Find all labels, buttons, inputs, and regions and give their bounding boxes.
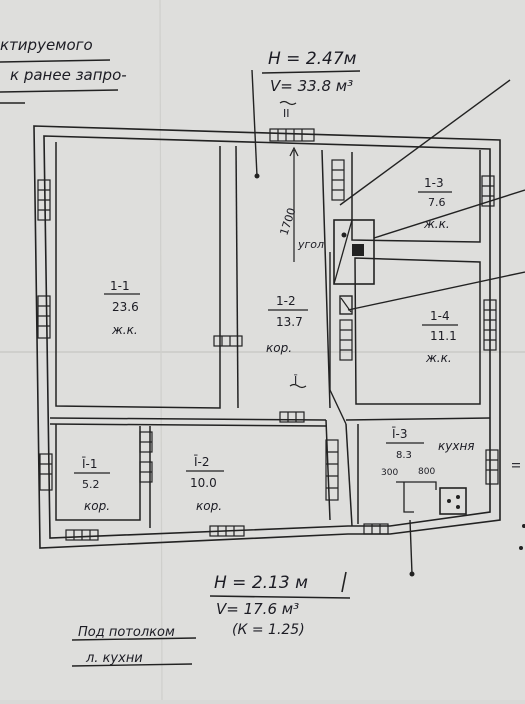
top-volume: V= 33.8 м³ bbox=[270, 77, 353, 95]
room-1-2-use: кор. bbox=[266, 341, 292, 355]
room-1-3-use: ж.к. bbox=[423, 217, 450, 231]
edge-dot-2 bbox=[522, 524, 525, 528]
bottom-volume-rule bbox=[209, 595, 351, 599]
footnote: Под потолком л. кухни bbox=[71, 625, 197, 667]
mark-I-tilde bbox=[289, 383, 307, 389]
room-I-3-use: кухня bbox=[438, 439, 475, 453]
room-1-2: 1-2 13.7 кор. bbox=[266, 294, 308, 355]
room-I-1: Ī-1 5.2 кор. bbox=[74, 457, 110, 513]
room-I-2-use: кор. bbox=[196, 499, 222, 513]
room-I-3: Ī-3 8.3 кухня bbox=[386, 427, 475, 461]
header-note-line1: ктируемого bbox=[0, 36, 93, 54]
bottom-coef: (К = 1.25) bbox=[232, 622, 305, 638]
label-mark-II-right: II bbox=[509, 462, 522, 469]
room-1-1-area: 23.6 bbox=[112, 300, 139, 314]
top-height: H = 2.47м bbox=[268, 49, 357, 69]
room-I-3-id: Ī-3 bbox=[392, 427, 408, 441]
room-1-4-id: 1-4 bbox=[430, 309, 450, 323]
leader-lines bbox=[329, 79, 525, 425]
windows bbox=[37, 128, 499, 541]
top-volume-annotation: H = 2.47м V= 33.8 м³ II bbox=[251, 49, 361, 179]
room-1-4-area: 11.1 bbox=[430, 329, 457, 343]
footnote-line2: л. кухни bbox=[85, 651, 143, 666]
top-volume-rule bbox=[261, 70, 361, 74]
paper-fold-vertical bbox=[159, 0, 163, 701]
edge-dot bbox=[519, 546, 523, 550]
room-I-1-id: Ī-1 bbox=[82, 457, 98, 471]
label-mark-I: Ī bbox=[294, 374, 298, 387]
top-mark-tilde bbox=[279, 100, 297, 106]
room-I-1-use: кор. bbox=[84, 499, 110, 513]
room-I-3-area: 8.3 bbox=[396, 450, 412, 461]
outer-walls bbox=[33, 125, 501, 549]
room-1-1: 1-1 23.6 ж.к. bbox=[104, 279, 140, 337]
footnote-line1: Под потолком bbox=[78, 625, 175, 640]
room-1-1-use: ж.к. bbox=[111, 323, 138, 337]
bottom-volume-annotation: H = 2.13 м V= 17.6 м³ (К = 1.25) bbox=[209, 519, 415, 638]
room-I-1-area: 5.2 bbox=[82, 478, 100, 491]
top-mark: II bbox=[283, 107, 290, 120]
room-1-4-use: ж.к. bbox=[425, 351, 452, 365]
room-1-3-id: 1-3 bbox=[424, 176, 444, 190]
bottom-volume: V= 17.6 м³ bbox=[216, 600, 299, 618]
header-note: ктируемого к ранее запро- bbox=[0, 36, 127, 104]
label-dim-800: 800 bbox=[418, 467, 435, 477]
top-leader-dot bbox=[254, 173, 260, 179]
label-dim-300: 300 bbox=[381, 468, 398, 478]
room-I-2-area: 10.0 bbox=[190, 476, 217, 490]
header-note-line2: к ранее запро- bbox=[10, 66, 127, 84]
kitchen-stove bbox=[396, 481, 467, 515]
bottom-height: H = 2.13 м bbox=[214, 573, 308, 593]
header-note-underline2 bbox=[0, 89, 119, 93]
room-1-4: 1-4 11.1 ж.к. bbox=[422, 309, 458, 365]
header-note-underline1 bbox=[0, 59, 111, 63]
room-I-2-id: Ī-2 bbox=[194, 455, 210, 469]
room-1-1-id: 1-1 bbox=[110, 279, 130, 293]
stove-block bbox=[333, 219, 375, 315]
room-1-2-id: 1-2 bbox=[276, 294, 296, 308]
top-leader-line bbox=[251, 69, 258, 177]
room-1-3-area: 7.6 bbox=[428, 196, 446, 209]
room-1-2-area: 13.7 bbox=[276, 315, 303, 329]
doors bbox=[139, 159, 353, 501]
room-I-2: Ī-2 10.0 кор. bbox=[186, 455, 224, 513]
label-ugol: угол bbox=[297, 238, 324, 251]
room-1-3: 1-3 7.6 ж.к. bbox=[418, 176, 452, 231]
